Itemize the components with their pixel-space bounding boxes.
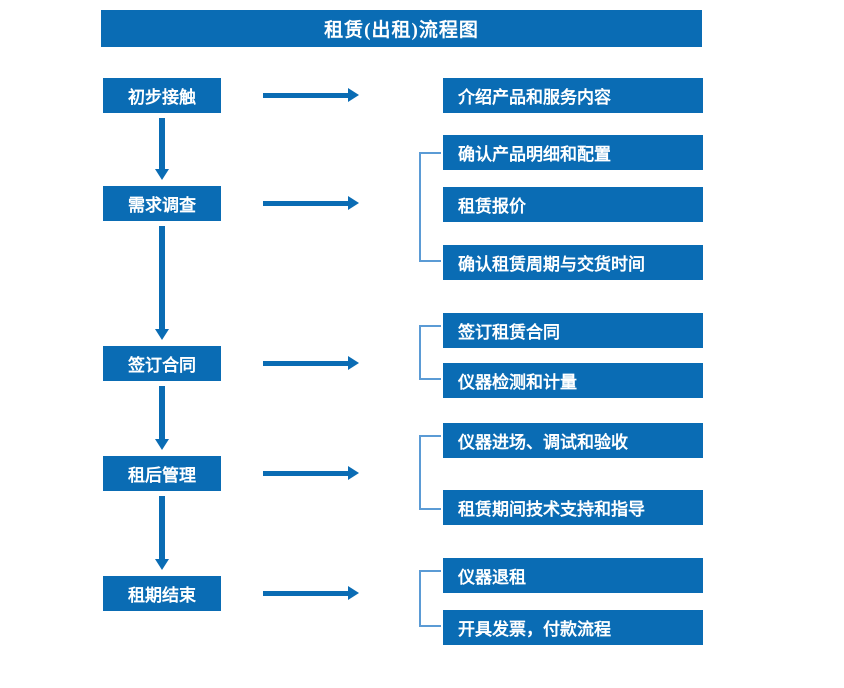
bracket-group-4 xyxy=(419,570,441,627)
vertical-arrow-3 xyxy=(155,386,169,450)
detail-box-8[interactable]: 租赁期间技术支持和指导 xyxy=(443,490,703,525)
horizontal-arrow-2 xyxy=(263,196,359,210)
detail-box-2[interactable]: 确认产品明细和配置 xyxy=(443,135,703,170)
detail-box-10[interactable]: 开具发票，付款流程 xyxy=(443,610,703,645)
page-title: 租赁(出租)流程图 xyxy=(101,10,702,47)
stage-box-3[interactable]: 签订合同 xyxy=(103,346,221,381)
detail-box-5[interactable]: 签订租赁合同 xyxy=(443,313,703,348)
stage-box-1[interactable]: 初步接触 xyxy=(103,78,221,113)
detail-box-6[interactable]: 仪器检测和计量 xyxy=(443,363,703,398)
horizontal-arrow-3 xyxy=(263,356,359,370)
horizontal-arrow-5 xyxy=(263,586,359,600)
detail-box-9[interactable]: 仪器退租 xyxy=(443,558,703,593)
horizontal-arrow-1 xyxy=(263,88,359,102)
detail-box-1[interactable]: 介绍产品和服务内容 xyxy=(443,78,703,113)
stage-box-5[interactable]: 租期结束 xyxy=(103,576,221,611)
vertical-arrow-2 xyxy=(155,226,169,340)
stage-box-4[interactable]: 租后管理 xyxy=(103,456,221,491)
bracket-group-1 xyxy=(419,152,441,262)
detail-box-3[interactable]: 租赁报价 xyxy=(443,187,703,222)
detail-box-4[interactable]: 确认租赁周期与交货时间 xyxy=(443,245,703,280)
horizontal-arrow-4 xyxy=(263,466,359,480)
detail-box-7[interactable]: 仪器进场、调试和验收 xyxy=(443,423,703,458)
vertical-arrow-4 xyxy=(155,496,169,570)
bracket-group-3 xyxy=(419,435,441,510)
bracket-group-2 xyxy=(419,325,441,380)
stage-box-2[interactable]: 需求调查 xyxy=(103,186,221,221)
vertical-arrow-1 xyxy=(155,118,169,180)
